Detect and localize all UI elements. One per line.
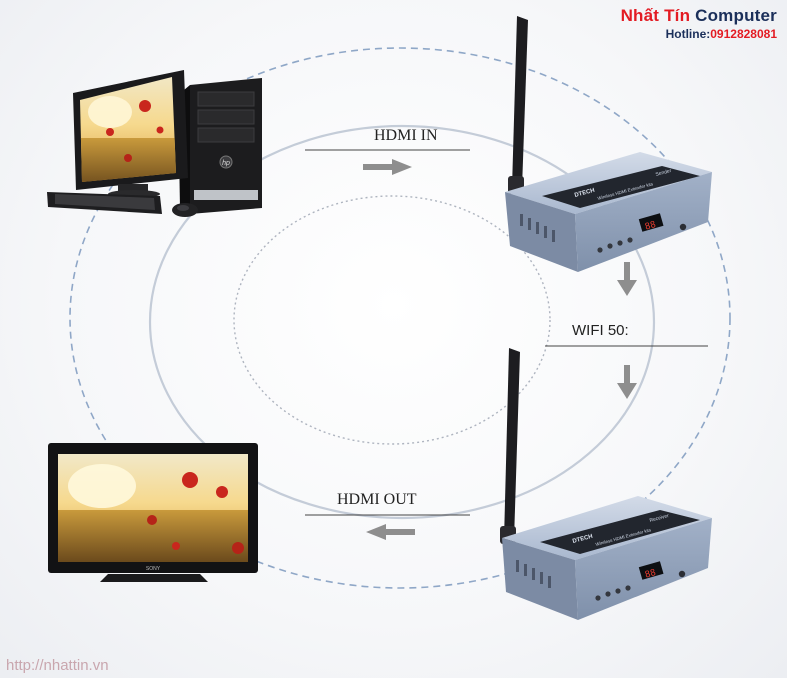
brand-name-part1: Nhất Tín: [620, 6, 691, 25]
middle-solid-link: [148, 124, 656, 520]
receiver-display: 88: [644, 568, 657, 581]
transmitter-brand: DTECH: [574, 188, 596, 199]
antenna-icon: [508, 16, 528, 194]
receiver-icon: DTECH Receiver Wireless HDMI Extender ki…: [500, 348, 712, 620]
antenna-icon: [500, 348, 520, 544]
hdmi-out-label: HDMI OUT: [337, 491, 417, 508]
hotline-label: Hotline:: [665, 27, 711, 41]
tv-brand: SONY: [146, 566, 161, 572]
pc-tower-icon: hp: [178, 78, 262, 214]
transmitter-sender-label: Sender: [655, 168, 672, 178]
arrow-down-icon: [617, 262, 637, 296]
hdmi-in-label: HDMI IN: [374, 127, 438, 144]
receiver-brand: DTECH: [572, 534, 594, 545]
brand-hotline: Hotline:0912828081: [621, 27, 777, 41]
transmitter-display: 88: [644, 220, 657, 233]
tower-brand: hp: [222, 160, 230, 167]
outer-dashed-link: [69, 47, 731, 589]
wifi-label: WIFI 50:: [572, 322, 629, 339]
transmitter-icon: DTECH Sender Wireless HDMI Extender kits…: [505, 16, 712, 272]
brand-name-part2: Computer: [695, 6, 777, 25]
pc-monitor-icon: [73, 70, 188, 198]
link-circles: [69, 47, 731, 589]
arrow-down-icon: [617, 365, 637, 399]
brand-name: Nhất Tín Computer: [621, 6, 777, 26]
hotline-number: 0912828081: [710, 27, 777, 41]
receiver-receiver-label: Receiver: [649, 513, 670, 524]
keyboard-icon: [47, 192, 162, 214]
arrow-right-icon: [363, 159, 412, 175]
tv-icon: SONY: [48, 443, 258, 582]
mouse-icon: [172, 203, 198, 217]
arrow-left-icon: [366, 524, 415, 540]
inner-dotted-link: [233, 195, 551, 445]
brand-header: Nhất Tín Computer Hotline:0912828081: [621, 6, 777, 41]
footer-url[interactable]: http://nhattin.vn: [6, 657, 109, 674]
